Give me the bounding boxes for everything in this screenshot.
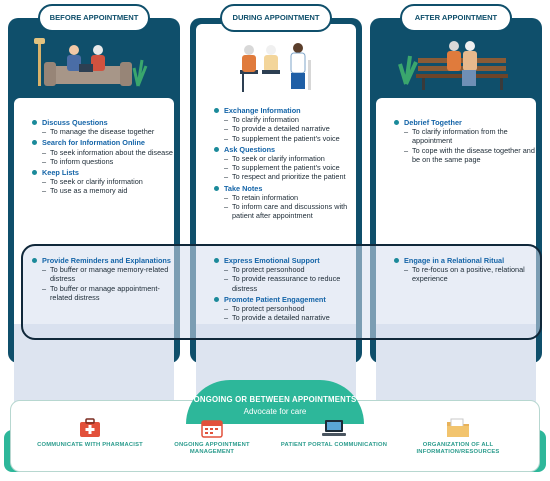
item-sub: To buffer or manage memory-related distr… <box>32 265 182 283</box>
item-heading: Debrief Together <box>394 118 536 127</box>
folder-icon <box>447 418 469 437</box>
item-sub: To cope with the disease together and be… <box>394 146 536 164</box>
bottom-item-label: COMMUNICATE WITH PHARMACIST <box>37 442 143 448</box>
item-heading: Express Emotional Support <box>214 256 364 265</box>
laptop-icon <box>322 420 346 436</box>
couple-on-couch-illustration <box>34 38 148 87</box>
bottom-item-label: ONGOING APPOINTMENT MANAGEMENT <box>174 442 250 455</box>
item-sub: To clarify information from the appointm… <box>394 127 536 145</box>
column-title-after: AFTER APPOINTMENT <box>400 4 512 32</box>
item-sub: To inform care and discussions with pati… <box>214 202 356 220</box>
item-heading: Keep Lists <box>32 168 174 177</box>
item-sub: To seek information about the disease <box>32 148 174 157</box>
bottom-item-appointments: ONGOING APPOINTMENT MANAGEMENT <box>152 418 272 456</box>
item-sub: To re-focus on a positive, relational ex… <box>394 265 534 283</box>
item-sub: To seek or clarify information <box>214 154 356 163</box>
after-top-items: Debrief Together To clarify information … <box>394 116 536 164</box>
ongoing-header: ONGOING OR BETWEEN APPOINTMENTS Advocate… <box>186 380 364 424</box>
item-heading: Promote Patient Engagement <box>214 295 364 304</box>
bottom-item-label: PATIENT PORTAL COMMUNICATION <box>280 442 388 448</box>
item-sub: To supplement the patient's voice <box>214 163 356 172</box>
during-top-items: Exchange Information To clarify informat… <box>214 104 356 220</box>
item-sub: To provide a detailed narrative <box>214 313 364 322</box>
after-band-items: Engage in a Relational Ritual To re-focu… <box>394 254 534 284</box>
item-sub: To manage the disease together <box>32 127 174 136</box>
item-sub: To supplement the patient's voice <box>214 134 356 143</box>
ongoing-title: ONGOING OR BETWEEN APPOINTMENTS <box>193 394 357 404</box>
item-sub: To protect personhood <box>214 304 364 313</box>
before-top-items: Discuss Questions To manage the disease … <box>32 116 174 196</box>
ongoing-subtitle: Advocate for care <box>243 406 307 416</box>
item-heading: Ask Questions <box>214 145 356 154</box>
before-band-items: Provide Reminders and Explanations To bu… <box>32 254 182 302</box>
item-sub: To provide a detailed narrative <box>214 124 356 133</box>
bottom-item-organization: ORGANIZATION OF ALL INFORMATION/RESOURCE… <box>398 418 518 456</box>
column-title-during: DURING APPOINTMENT <box>220 4 332 32</box>
item-heading: Provide Reminders and Explanations <box>32 256 182 265</box>
couple-on-bench-illustration <box>398 41 508 90</box>
first-aid-kit-icon <box>80 418 100 437</box>
bottom-item-portal: PATIENT PORTAL COMMUNICATION <box>274 418 394 449</box>
column-title-before: BEFORE APPOINTMENT <box>38 4 150 32</box>
item-heading: Take Notes <box>214 184 356 193</box>
column-before: BEFORE APPOINTMENT Discuss Questions To … <box>8 4 180 410</box>
calendar-icon <box>201 420 223 438</box>
doctor-with-patients-illustration <box>240 43 311 92</box>
bottom-item-label: ORGANIZATION OF ALL INFORMATION/RESOURCE… <box>416 442 500 455</box>
item-sub: To buffer or manage appointment-related … <box>32 284 182 302</box>
item-heading: Exchange Information <box>214 106 356 115</box>
item-sub: To protect personhood <box>214 265 364 274</box>
item-sub: To seek or clarify information <box>32 177 174 186</box>
item-heading: Search for Information Online <box>32 138 174 147</box>
during-band-items: Express Emotional Support To protect per… <box>214 254 364 323</box>
item-sub: To provide reassurance to reduce distres… <box>214 274 364 292</box>
item-sub: To respect and prioritize the patient <box>214 172 356 181</box>
item-heading: Engage in a Relational Ritual <box>394 256 534 265</box>
bottom-item-pharmacist: COMMUNICATE WITH PHARMACIST <box>30 418 150 449</box>
item-sub: To inform questions <box>32 157 174 166</box>
item-sub: To retain information <box>214 193 356 202</box>
item-sub: To use as a memory aid <box>32 186 174 195</box>
item-sub: To clarify information <box>214 115 356 124</box>
item-heading: Discuss Questions <box>32 118 174 127</box>
